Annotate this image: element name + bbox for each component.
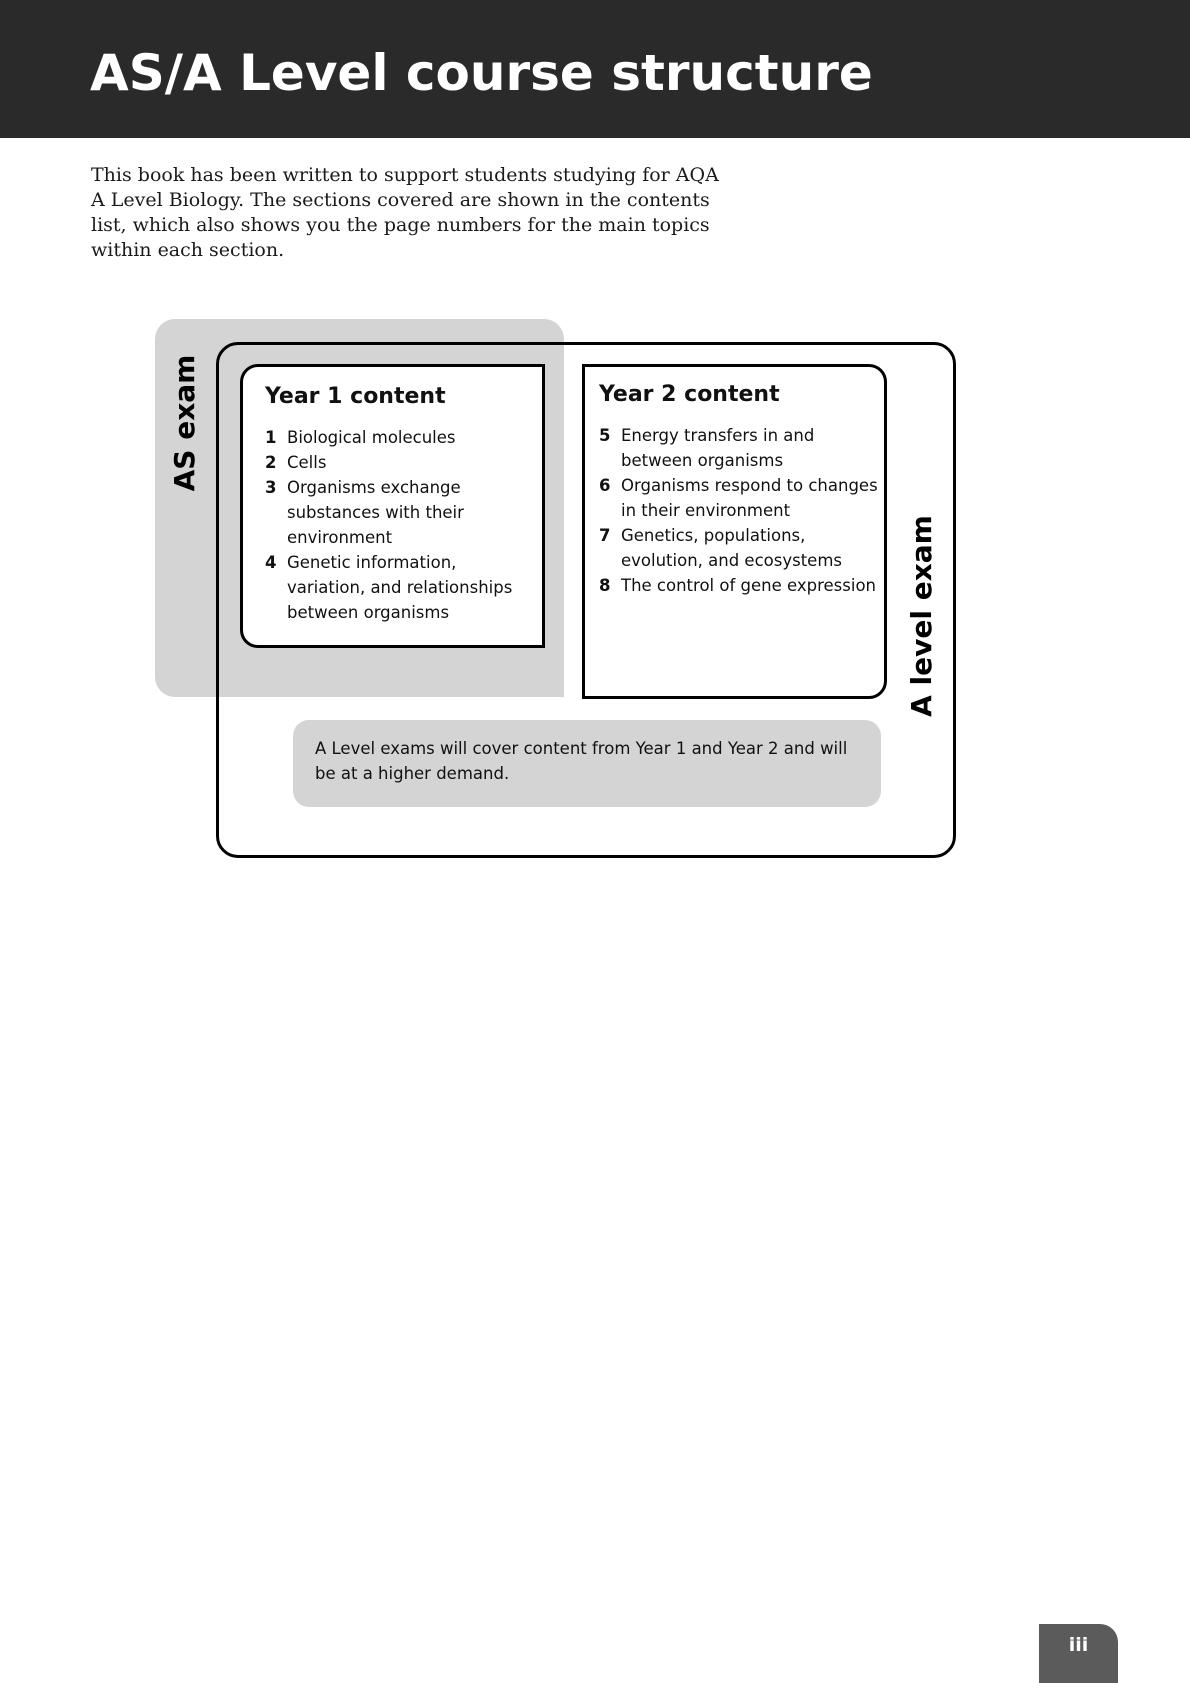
topic-text: Biological molecules (287, 428, 456, 447)
page-number: iii (1068, 1634, 1089, 1656)
header-band: AS/A Level course structure (0, 0, 1190, 138)
year-2-topic-list: 5 Energy transfers in and between organi… (599, 423, 879, 598)
a-level-note-box: A Level exams will cover content from Ye… (293, 720, 881, 807)
list-item: 3 Organisms exchange substances with the… (265, 475, 535, 550)
topic-text: Cells (287, 453, 327, 472)
a-level-exam-region (216, 342, 956, 858)
year-1-content-box: Year 1 content 1 Biological molecules 2 … (240, 364, 545, 648)
page-title: AS/A Level course structure (90, 44, 873, 102)
topic-number: 5 (599, 426, 611, 445)
page-number-tab: iii (1039, 1624, 1118, 1683)
list-item: 8 The control of gene expression (599, 573, 879, 598)
topic-number: 2 (265, 453, 277, 472)
topic-number: 8 (599, 576, 611, 595)
topic-text: Energy transfers in and between organism… (621, 426, 815, 470)
topic-text: The control of gene expression (621, 576, 877, 595)
list-item: 5 Energy transfers in and between organi… (599, 423, 879, 473)
intro-paragraph: This book has been written to support st… (91, 164, 719, 261)
topic-text: Organisms exchange substances with their… (287, 478, 464, 547)
year-1-title: Year 1 content (265, 384, 446, 409)
topic-text: Genetics, populations, evolution, and ec… (621, 526, 843, 570)
list-item: 1 Biological molecules (265, 425, 535, 450)
year-2-title: Year 2 content (599, 382, 780, 407)
topic-text: Organisms respond to changes in their en… (621, 476, 878, 520)
list-item: 6 Organisms respond to changes in their … (599, 473, 879, 523)
year-1-topic-list: 1 Biological molecules 2 Cells 3 Organis… (265, 425, 535, 625)
a-level-exam-label: A level exam (905, 515, 938, 717)
list-item: 4 Genetic information, variation, and re… (265, 550, 535, 625)
as-exam-label: AS exam (168, 354, 201, 492)
topic-number: 4 (265, 553, 277, 572)
list-item: 7 Genetics, populations, evolution, and … (599, 523, 879, 573)
a-level-note-text: A Level exams will cover content from Ye… (315, 739, 848, 783)
topic-number: 1 (265, 428, 277, 447)
topic-number: 3 (265, 478, 277, 497)
topic-number: 7 (599, 526, 611, 545)
year-2-content-box: Year 2 content 5 Energy transfers in and… (582, 364, 887, 699)
topic-number: 6 (599, 476, 611, 495)
topic-text: Genetic information, variation, and rela… (287, 553, 513, 622)
list-item: 2 Cells (265, 450, 535, 475)
